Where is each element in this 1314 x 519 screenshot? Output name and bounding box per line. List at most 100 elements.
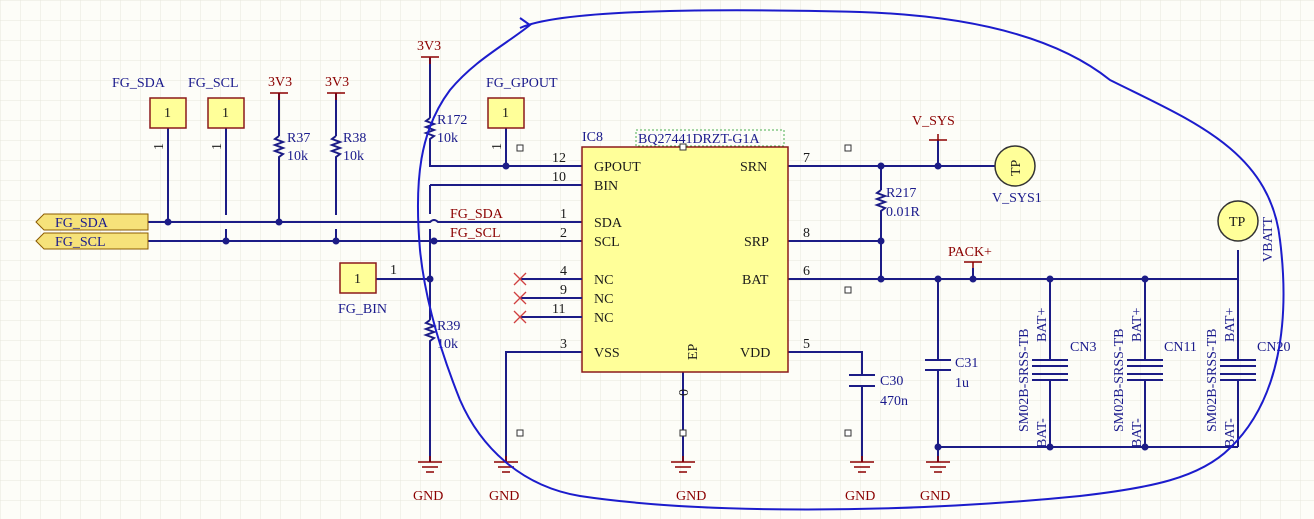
connector-cn11[interactable]: SM02B-SRSS-TB BAT+ BAT- CN11 [1112,308,1197,448]
testpoint-ref: V_SYS1 [992,191,1042,206]
capacitor-value: 470n [880,394,908,409]
connector-neg: BAT- [1130,418,1145,448]
resistor-r38[interactable]: R38 10k [329,131,366,164]
junction-dot [1046,275,1054,283]
connector-pos: BAT+ [1223,308,1238,342]
pin-number: 0 [677,389,692,396]
header-fg-scl[interactable]: FG_SCL 1 1 [188,76,245,150]
port-fg-sda[interactable]: FG_SDA [35,213,149,231]
pin-markers [516,143,852,437]
junction-dot [430,237,438,245]
pin-name: NC [594,292,613,307]
power-label: PACK+ [948,245,992,260]
junction-dot [275,218,283,226]
power-label: 3V3 [268,75,292,90]
pin-number: 8 [803,226,810,241]
header-pin: 1 [164,106,171,121]
capacitor-c30[interactable]: C30 470n [849,374,908,409]
header-pin: 1 [502,106,509,121]
gnd-4: GND [845,456,875,504]
connector-ref: CN20 [1257,340,1290,355]
header-body [149,97,187,129]
net-label-scl: FG_SCL [450,226,501,241]
header-body [207,97,245,129]
power-label: 3V3 [417,39,441,54]
net-label-sda: FG_SDA [450,207,504,222]
gnd-label: GND [920,489,950,504]
gnd-label: GND [413,489,443,504]
pin-name: VDD [740,346,770,361]
gnd-3: GND [671,456,706,504]
testpoint-vbatt[interactable]: TP VBATT [1217,200,1276,262]
pin-name: EP [686,343,701,360]
header-fg-bin[interactable]: 1 1 FG_BIN [338,262,397,317]
resistor-r217[interactable]: R217 0.01R [874,186,921,220]
connector-pos: BAT+ [1035,308,1050,342]
testpoint-vsys1[interactable]: TP V_SYS1 [992,145,1042,206]
junction-dot [934,162,942,170]
testpoint-ref: VBATT [1261,216,1276,262]
connector-cn3[interactable]: SM02B-SRSS-TB BAT+ BAT- CN3 [1017,308,1096,448]
junction-dot [222,237,230,245]
header-ref: FG_BIN [338,302,387,317]
header-ref: FG_SDA [112,76,166,91]
power-label: V_SYS [912,114,955,129]
ic-part: BQ27441DRZT-G1A [638,132,760,147]
connector-pos: BAT+ [1130,308,1145,342]
junction-dot [1141,275,1149,283]
header-body [339,262,377,294]
pin-name: GPOUT [594,160,641,175]
resistor-ref: R38 [343,131,366,146]
header-body [487,97,525,129]
nc-pins [513,272,582,324]
connector-neg: BAT- [1035,418,1050,448]
connector-ref: CN3 [1070,340,1096,355]
ic-ref: IC8 [582,130,603,145]
header-ref: FG_GPOUT [486,76,558,91]
power-label: 3V3 [325,75,349,90]
header-pin-num: 1 [490,143,505,150]
pin-name: BAT [742,273,769,288]
resistor-ref: R172 [437,113,467,128]
header-pin: 1 [354,272,361,287]
gnd-label: GND [845,489,875,504]
power-vsys: V_SYS [912,114,955,141]
ic-body [581,146,789,373]
port-fg-scl[interactable]: FG_SCL [35,232,149,250]
junction-dot [332,237,340,245]
resistor-ref: R37 [287,131,310,146]
testpoint-label: TP [1009,159,1024,176]
header-ref: FG_SCL [188,76,239,91]
junction-dot [877,237,885,245]
pin-name: NC [594,273,613,288]
junction-dot [426,275,434,283]
capacitor-value: 1u [955,376,969,391]
annotation-loop [416,9,1285,511]
capacitor-c31[interactable]: C31 1u [925,356,978,391]
pin-name: SRP [744,235,769,250]
ic-bq27441[interactable]: IC8 BQ27441DRZT-G1A GPOUT BIN SDA SCL NC… [552,129,810,396]
resistor-r37[interactable]: R37 10k [272,131,310,164]
pin-number: 1 [560,207,567,222]
power-3v3-2: 3V3 [325,75,349,100]
connector-part: SM02B-SRSS-TB [1112,329,1127,432]
header-fg-sda[interactable]: FG_SDA 1 1 [112,76,187,150]
ic-part-selection [635,129,785,147]
header-fg-gpout[interactable]: FG_GPOUT 1 1 [486,76,558,150]
resistor-r172[interactable]: R172 10k [423,113,467,146]
pin-number: 5 [803,337,810,352]
junction-dot [934,443,942,451]
power-3v3-1: 3V3 [268,75,292,100]
resistor-value: 0.01R [886,205,921,220]
junction-dot [934,275,942,283]
pin-name: SDA [594,216,623,231]
wires [148,58,1239,462]
junction-dot [164,218,172,226]
connector-cn20[interactable]: SM02B-SRSS-TB BAT+ BAT- CN20 [1205,308,1290,448]
resistor-value: 10k [343,149,364,164]
junction-dot [877,162,885,170]
port-label: FG_SDA [55,216,109,231]
resistor-ref: R39 [437,319,460,334]
resistor-value: 10k [287,149,308,164]
